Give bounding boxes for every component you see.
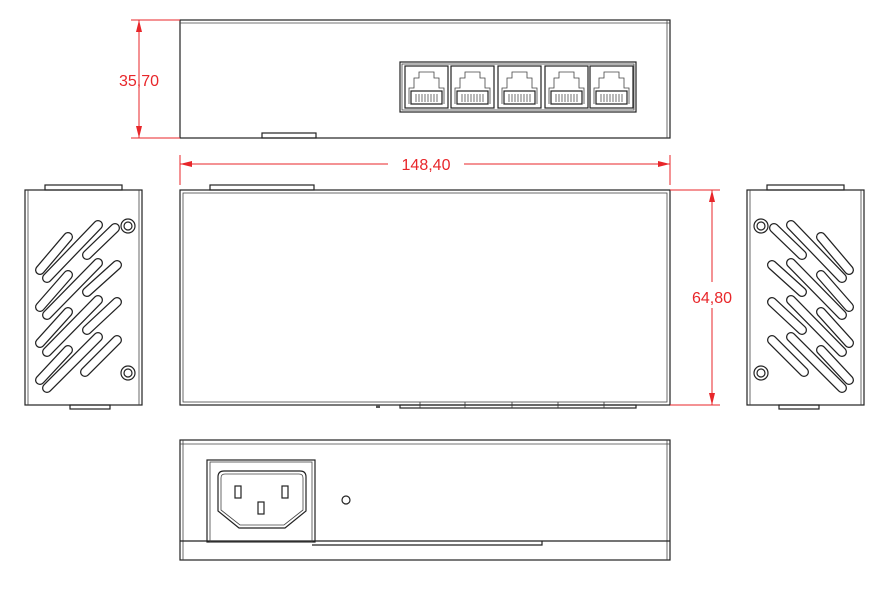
rj45-port-icon <box>497 65 542 109</box>
dimension-width-label: 64,80 <box>692 290 732 307</box>
rj45-port-icon <box>544 65 589 109</box>
rj45-port-block <box>399 61 637 113</box>
dimension-height-label: 35,70 <box>119 73 159 90</box>
power-inlet-icon <box>206 459 316 543</box>
left-side-view <box>25 185 142 409</box>
front-view <box>179 184 671 409</box>
rj45-port-icon <box>589 65 634 109</box>
dimension-height: 35,70 <box>119 19 180 139</box>
rear-view <box>179 439 671 561</box>
dimension-length: 148,40 <box>179 155 671 185</box>
right-side-view <box>747 185 864 409</box>
rj45-port-icon <box>450 65 495 109</box>
dimension-length-label: 148,40 <box>402 157 451 174</box>
rj45-port-icon <box>404 65 449 109</box>
top-view <box>179 19 671 139</box>
led-indicator-icon <box>341 495 351 505</box>
dimension-width: 64,80 <box>670 189 732 406</box>
